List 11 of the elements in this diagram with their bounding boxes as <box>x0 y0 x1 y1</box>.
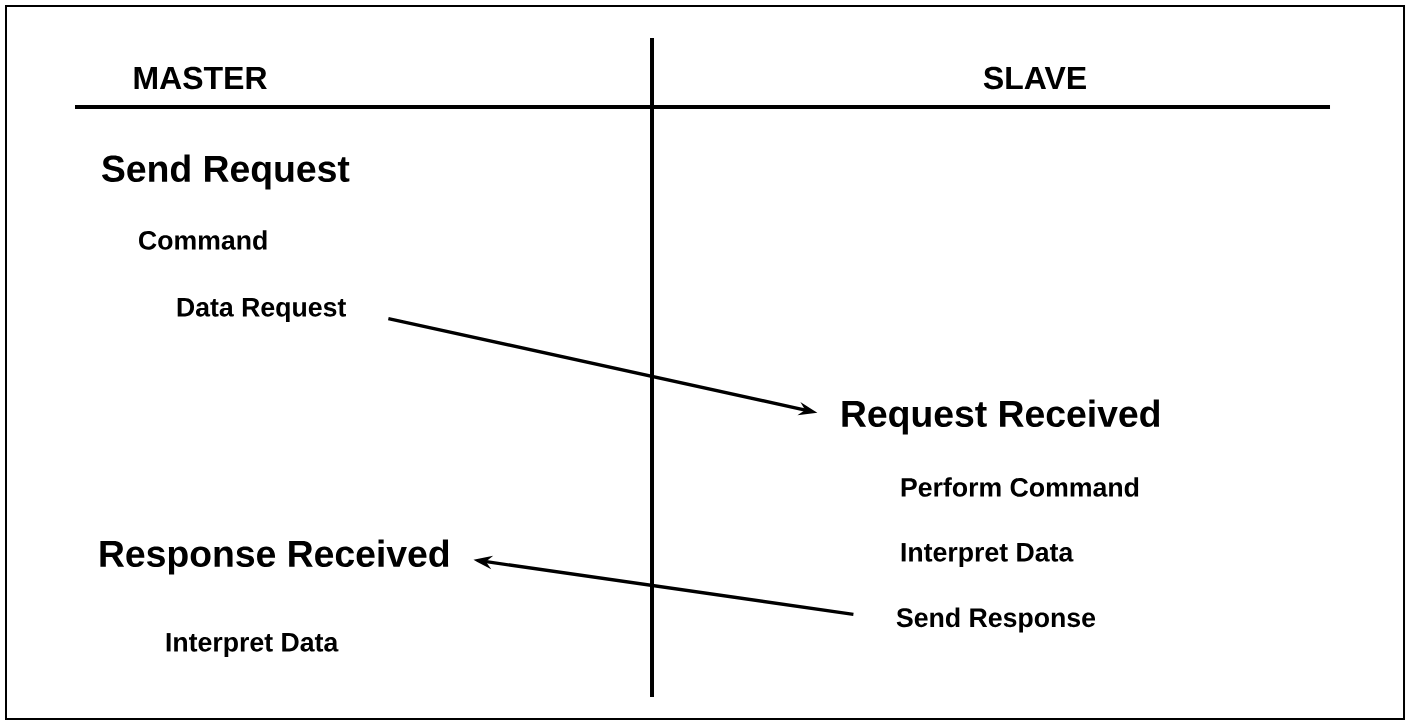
step-heading: Send Request <box>102 154 350 190</box>
step-text: Command <box>139 230 267 250</box>
step-text: Interpret Data <box>901 543 1074 567</box>
step-text: Interpret Data <box>166 633 339 657</box>
column-heading: SLAVE <box>983 66 1086 90</box>
step-text: Data Request <box>177 298 346 322</box>
step-text: Response Received <box>100 539 449 575</box>
column-heading: MASTER <box>134 66 267 90</box>
step-text: Request Received <box>842 399 1160 435</box>
step-text: Send Response <box>896 607 1096 633</box>
step-text: Perform Command <box>901 477 1139 497</box>
